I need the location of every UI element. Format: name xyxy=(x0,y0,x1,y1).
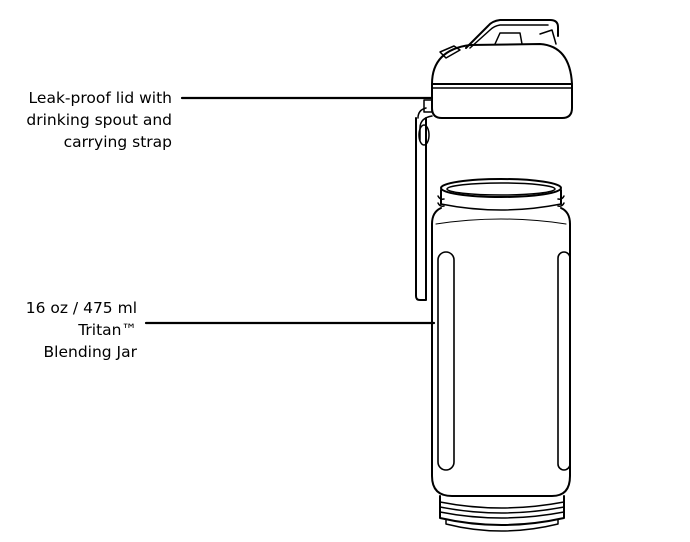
carrying-strap-drawing xyxy=(415,107,427,301)
jar-drawing xyxy=(431,178,571,532)
jar-label-line-1: 16 oz / 475 ml xyxy=(25,299,137,317)
jar-label-line-3: Blending Jar xyxy=(43,343,137,361)
lid-label-line-1: Leak-proof lid with xyxy=(28,89,172,107)
lid-drawing xyxy=(418,19,573,146)
lid-label-line-3: carrying strap xyxy=(63,133,172,151)
jar-label-line-2: Tritan™ xyxy=(78,321,137,339)
lid-label-line-2: drinking spout and xyxy=(26,111,172,129)
jar-callout-label: 16 oz / 475 ml Tritan™ Blending Jar xyxy=(26,297,137,363)
lid-callout-label: Leak-proof lid with drinking spout and c… xyxy=(26,87,172,153)
